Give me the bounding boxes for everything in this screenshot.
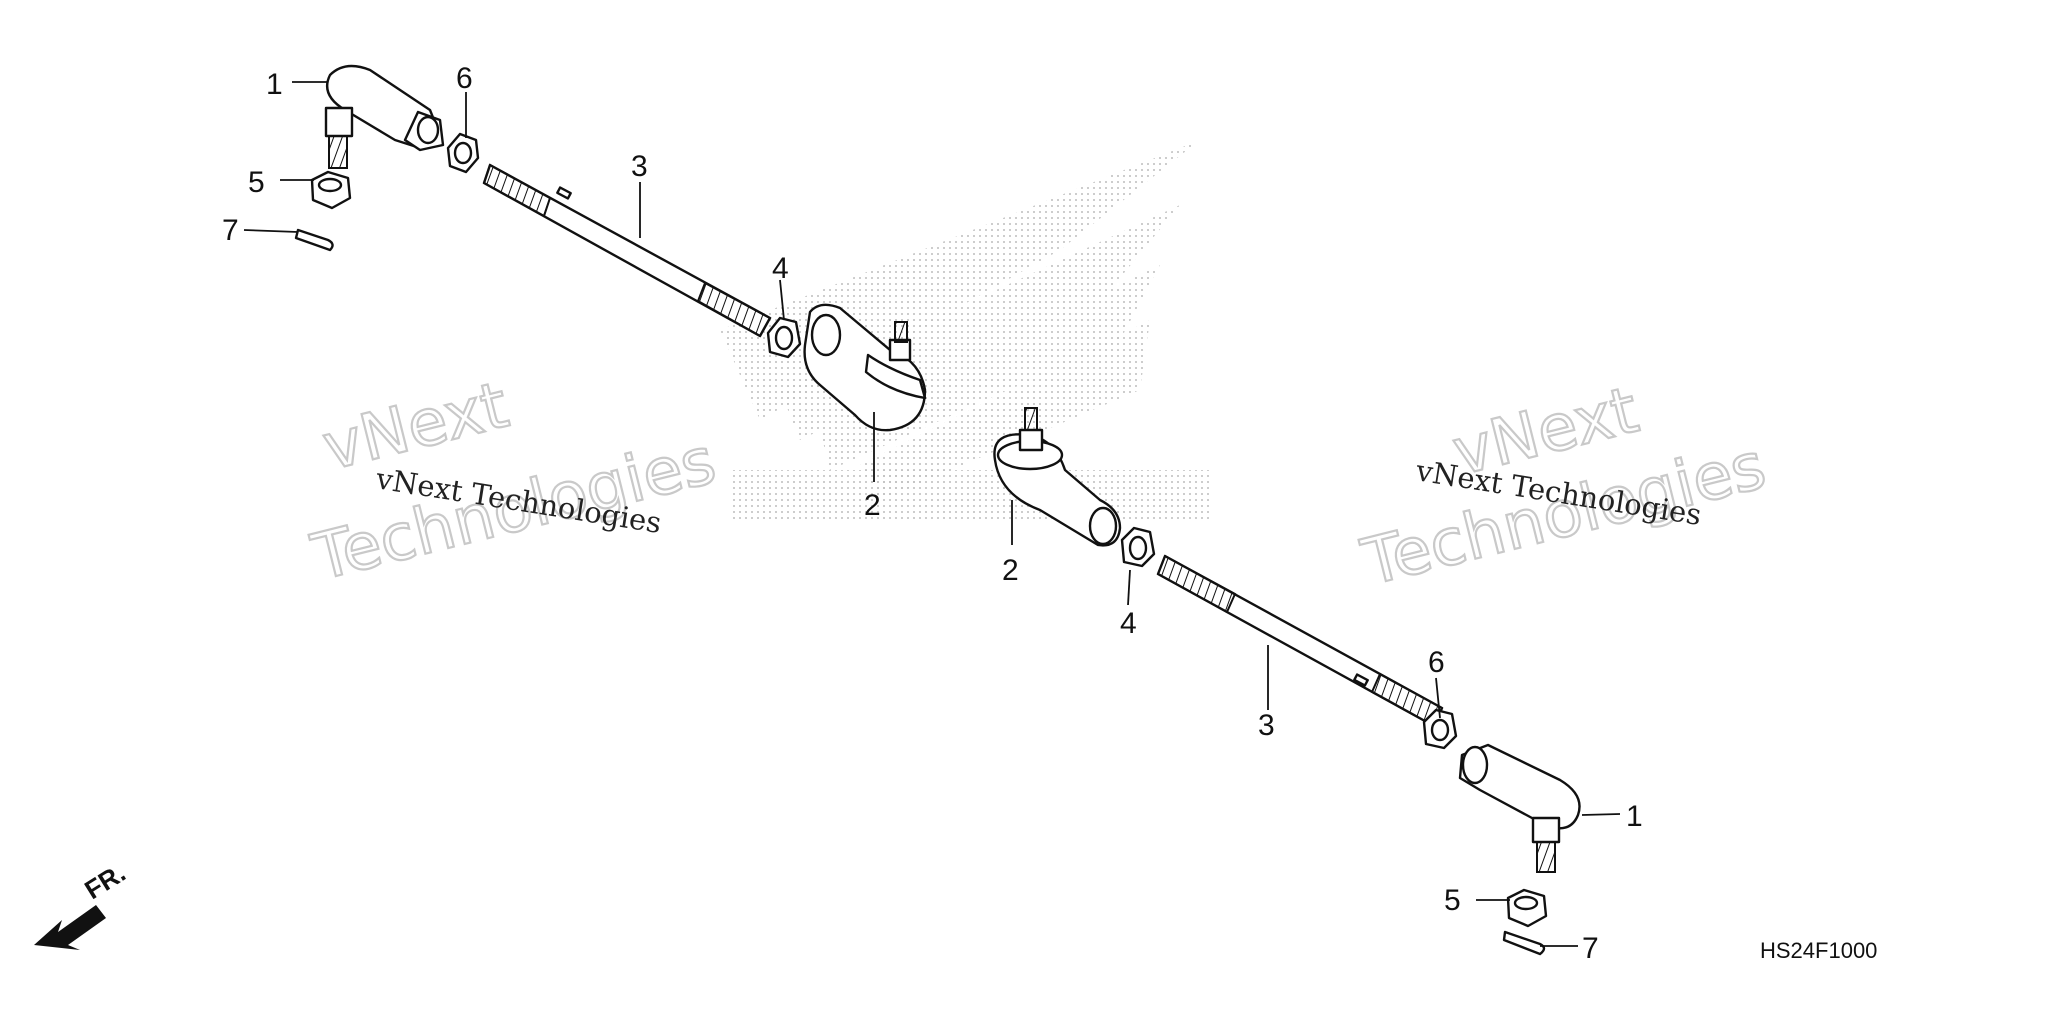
jam-nut-upper [766, 316, 802, 359]
lock-nut-upper [446, 132, 480, 174]
callout-3-upper: 3 [631, 150, 648, 183]
front-label: FR. [79, 857, 130, 905]
castle-nut-lower [1506, 888, 1548, 928]
callout-2-upper: 2 [864, 489, 881, 522]
callout-4-upper: 4 [772, 252, 789, 285]
callout-1-upper: 1 [266, 68, 283, 101]
tie-rod-end-inner-upper [803, 303, 927, 432]
front-arrow-icon [34, 905, 106, 950]
callout-5-upper: 5 [248, 166, 265, 199]
callout-6-lower: 6 [1428, 646, 1445, 679]
tie-rod-end-outer-lower [1458, 743, 1581, 873]
tie-rod-end-outer-upper [324, 64, 445, 169]
cotter-pin-lower [1502, 930, 1546, 956]
watermark-right: vNext Technologies vNext Technologies [1354, 372, 1774, 601]
castle-nut-upper [310, 170, 352, 210]
jam-nut-lower [1120, 526, 1156, 568]
tie-rod-upper [482, 163, 772, 338]
watermark-left: vNext Technologies vNext Technologies [304, 367, 724, 596]
cotter-pin-upper [294, 228, 334, 252]
callout-5-lower: 5 [1444, 884, 1461, 917]
callout-7-upper: 7 [222, 214, 239, 247]
callout-6-upper: 6 [456, 62, 473, 95]
callout-7-lower: 7 [1582, 932, 1599, 965]
front-direction-indicator: FR. [34, 857, 131, 950]
callout-leaders [243, 81, 1621, 947]
callout-2-lower: 2 [1002, 554, 1019, 587]
tie-rod-end-inner-lower [993, 407, 1122, 547]
lock-nut-lower [1422, 708, 1458, 750]
diagram-code: HS24F1000 [1760, 938, 1877, 963]
callout-4-lower: 4 [1120, 607, 1137, 640]
callout-3-lower: 3 [1258, 709, 1275, 742]
callout-1-lower: 1 [1626, 800, 1643, 833]
